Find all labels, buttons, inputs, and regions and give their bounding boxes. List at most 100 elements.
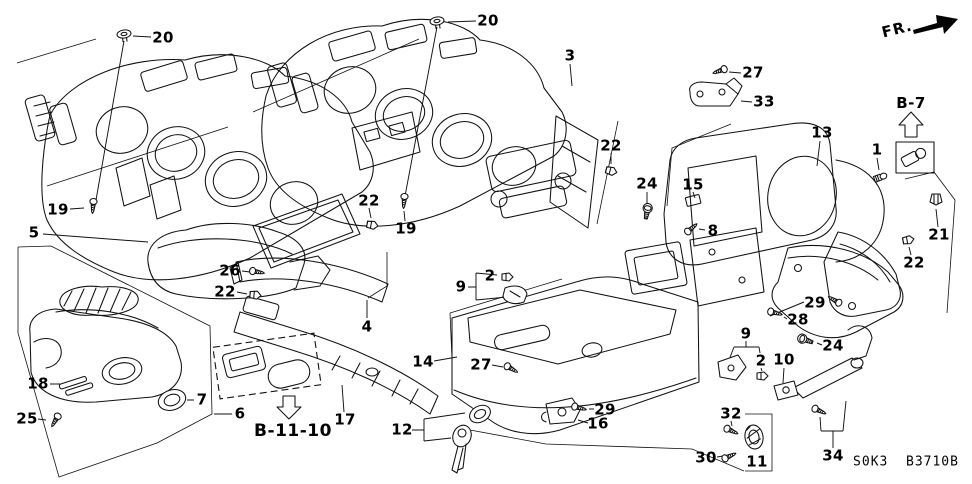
callout-1: 1	[871, 140, 883, 159]
cap-clip-20-icon	[115, 28, 133, 43]
b11-10-ref-label: B-11-10	[254, 421, 332, 441]
lower-garnish-4	[229, 257, 389, 303]
callout-34: 34	[822, 446, 844, 465]
callout-24: 24	[636, 174, 658, 193]
callout-27: 27	[470, 355, 492, 374]
bolt-24-icon	[640, 202, 654, 221]
callout-28: 28	[787, 310, 809, 329]
callout-29: 29	[804, 293, 826, 312]
callout-6: 6	[234, 404, 246, 423]
callout-12: 12	[391, 420, 413, 439]
callout-8: 8	[707, 221, 719, 240]
callout-22: 22	[903, 253, 925, 272]
callout-10: 10	[773, 350, 795, 369]
instrument-panel-garnish-left	[24, 53, 374, 281]
hardware-icons	[48, 15, 943, 464]
hollow-down-arrow-icon	[276, 395, 302, 420]
screw-27-icon	[711, 64, 729, 78]
callout-29: 29	[594, 400, 616, 419]
callout-4: 4	[361, 317, 373, 336]
callout-27: 27	[742, 63, 764, 82]
screw-30-icon	[720, 449, 738, 464]
callout-leader-lines	[37, 20, 939, 458]
hinge-bracket-9-left	[502, 285, 528, 305]
screw-28-icon	[766, 306, 784, 319]
screw-32-icon	[722, 423, 740, 438]
b7-part-box	[895, 141, 935, 174]
center-panel-bracket-13	[663, 122, 901, 317]
b11-ref-group	[276, 395, 302, 420]
ecu-unit	[624, 241, 688, 295]
column-lower-cover-6	[29, 308, 182, 403]
callout-13: 13	[811, 123, 833, 142]
callout-22: 22	[600, 136, 622, 155]
fr-direction-arrow-icon	[913, 15, 958, 34]
clip-22-icon	[901, 234, 916, 246]
diagram-code: S0K3 B3710B	[853, 454, 959, 470]
column-grille	[59, 285, 139, 316]
damper-clevis-10	[773, 380, 799, 401]
callout-9: 9	[740, 324, 752, 343]
callout-15: 15	[682, 175, 704, 194]
callout-21: 21	[928, 225, 950, 244]
clip-2-icon	[501, 272, 514, 282]
grommet-11	[742, 423, 766, 451]
callout-2: 2	[484, 266, 496, 285]
driver-lower-panel-17	[233, 295, 439, 415]
clip-22-icon	[365, 219, 380, 231]
callout-22: 22	[214, 282, 236, 301]
switch-blank-group-b11	[212, 332, 322, 400]
callout-19: 19	[47, 200, 69, 219]
callout-7: 7	[196, 390, 208, 409]
callout-20: 20	[152, 28, 174, 47]
pad-15-icon	[684, 194, 702, 207]
glove-box-damper-34	[792, 325, 873, 399]
callout-24: 24	[822, 336, 844, 355]
key-set-12	[451, 404, 491, 474]
callout-25: 25	[16, 409, 38, 428]
callout-26: 26	[219, 261, 241, 280]
b7-ref-group	[895, 111, 935, 174]
callout-20: 20	[477, 11, 499, 30]
glove-box-door-outer	[771, 245, 904, 339]
screw-27-icon	[502, 361, 520, 376]
screw-8-icon	[682, 220, 700, 237]
grommet-7	[157, 389, 187, 411]
screw-26-icon	[248, 266, 266, 278]
callout-5: 5	[28, 223, 40, 242]
callout-2: 2	[755, 351, 767, 370]
callout-32: 32	[720, 404, 742, 423]
clip-22-icon	[249, 290, 262, 301]
callout-33: 33	[753, 92, 775, 111]
callout-17: 17	[334, 410, 356, 429]
bulb-1-icon	[872, 171, 889, 183]
b7-ref-label: B-7	[896, 94, 926, 112]
clip-2-icon	[756, 371, 769, 381]
instrument-panel-garnish-3	[261, 18, 599, 229]
screw-34-icon	[810, 403, 828, 418]
screw-19-icon	[88, 197, 98, 215]
hollow-up-arrow-icon	[898, 111, 924, 138]
clip-strip-18	[58, 375, 94, 396]
hinge-bracket-9	[717, 354, 747, 381]
callout-16: 16	[587, 414, 609, 433]
screw-19-icon	[399, 192, 409, 210]
column-upper-cover-5	[147, 222, 331, 300]
callout-9: 9	[455, 277, 467, 296]
callout-30: 30	[695, 448, 717, 467]
glove-box-latch-16	[540, 397, 581, 425]
callout-19: 19	[395, 219, 417, 238]
callout-14: 14	[412, 352, 434, 371]
bolt-24-icon	[795, 332, 815, 348]
bulb-socket-icon	[900, 147, 927, 167]
callout-11: 11	[746, 452, 768, 471]
callout-22: 22	[358, 191, 380, 210]
striker-bracket-33	[689, 77, 743, 107]
callout-18: 18	[27, 374, 49, 393]
glove-box-14	[451, 276, 700, 435]
push-clip-21-icon	[929, 193, 943, 206]
screw-25-icon	[48, 411, 63, 429]
ecu-bracket	[689, 227, 765, 307]
